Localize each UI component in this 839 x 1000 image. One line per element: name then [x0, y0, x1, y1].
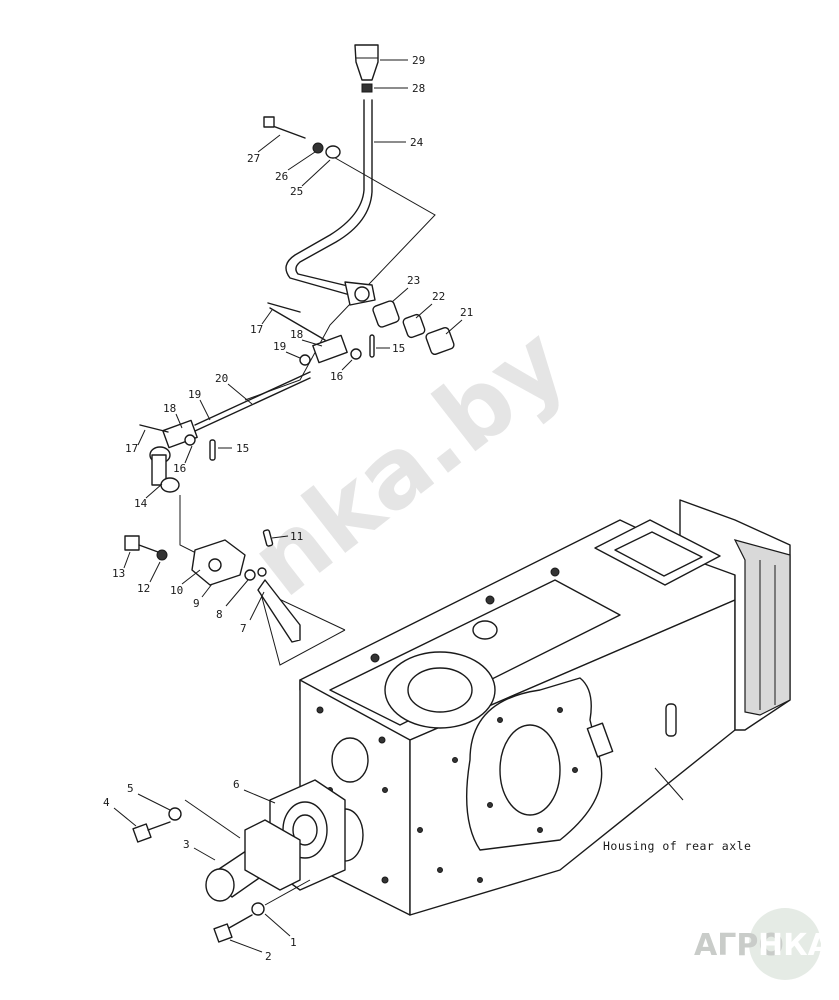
logo-text-left: АГРО: [694, 928, 784, 963]
callout-4: 4: [103, 796, 110, 809]
callout-24: 24: [410, 136, 424, 149]
logo-text-right: НКА: [758, 928, 832, 963]
callout-5: 5: [127, 782, 134, 795]
hub-assembly: [132, 779, 346, 943]
callout-11: 11: [290, 530, 303, 543]
agronka-logo: АГРО НКА: [694, 908, 832, 980]
callout-15-upper: 15: [392, 342, 405, 355]
callout-18-upper: 18: [290, 328, 303, 341]
callout-10: 10: [170, 584, 183, 597]
callout-1: 1: [290, 936, 297, 949]
callout-15-lower: 15: [236, 442, 249, 455]
callout-22: 22: [432, 290, 445, 303]
callout-6: 6: [233, 778, 240, 791]
callout-18-lower: 18: [163, 402, 176, 415]
callout-16-upper: 16: [330, 370, 343, 383]
callout-14: 14: [134, 497, 148, 510]
callout-16-lower: 16: [173, 462, 186, 475]
callout-20: 20: [215, 372, 228, 385]
callout-17-lower: 17: [125, 442, 138, 455]
callout-2: 2: [265, 950, 272, 963]
callout-21: 21: [460, 306, 473, 319]
callout-17-upper: 17: [250, 323, 263, 336]
callout-27: 27: [247, 152, 260, 165]
control-linkage: [124, 154, 436, 666]
callout-labels: 29 28 24 27 26 25 23 22 21 17 18 19 15 1…: [103, 54, 473, 963]
callout-23: 23: [407, 274, 420, 287]
callout-19-upper: 19: [273, 340, 286, 353]
callout-28: 28: [412, 82, 425, 95]
callout-25: 25: [290, 185, 303, 198]
callout-19-lower: 19: [188, 388, 201, 401]
gear-lever-assembly: [263, 44, 455, 356]
housing-caption: Housing of rear axle: [603, 839, 751, 853]
housing-leader-line: [654, 767, 684, 801]
callout-8: 8: [216, 608, 223, 621]
callout-7: 7: [240, 622, 247, 635]
callout-9: 9: [193, 597, 200, 610]
callout-3: 3: [183, 838, 190, 851]
callout-29: 29: [412, 54, 425, 67]
callout-12: 12: [137, 582, 150, 595]
callout-13: 13: [112, 567, 125, 580]
callout-26: 26: [275, 170, 288, 183]
rear-axle-housing: [299, 499, 791, 916]
